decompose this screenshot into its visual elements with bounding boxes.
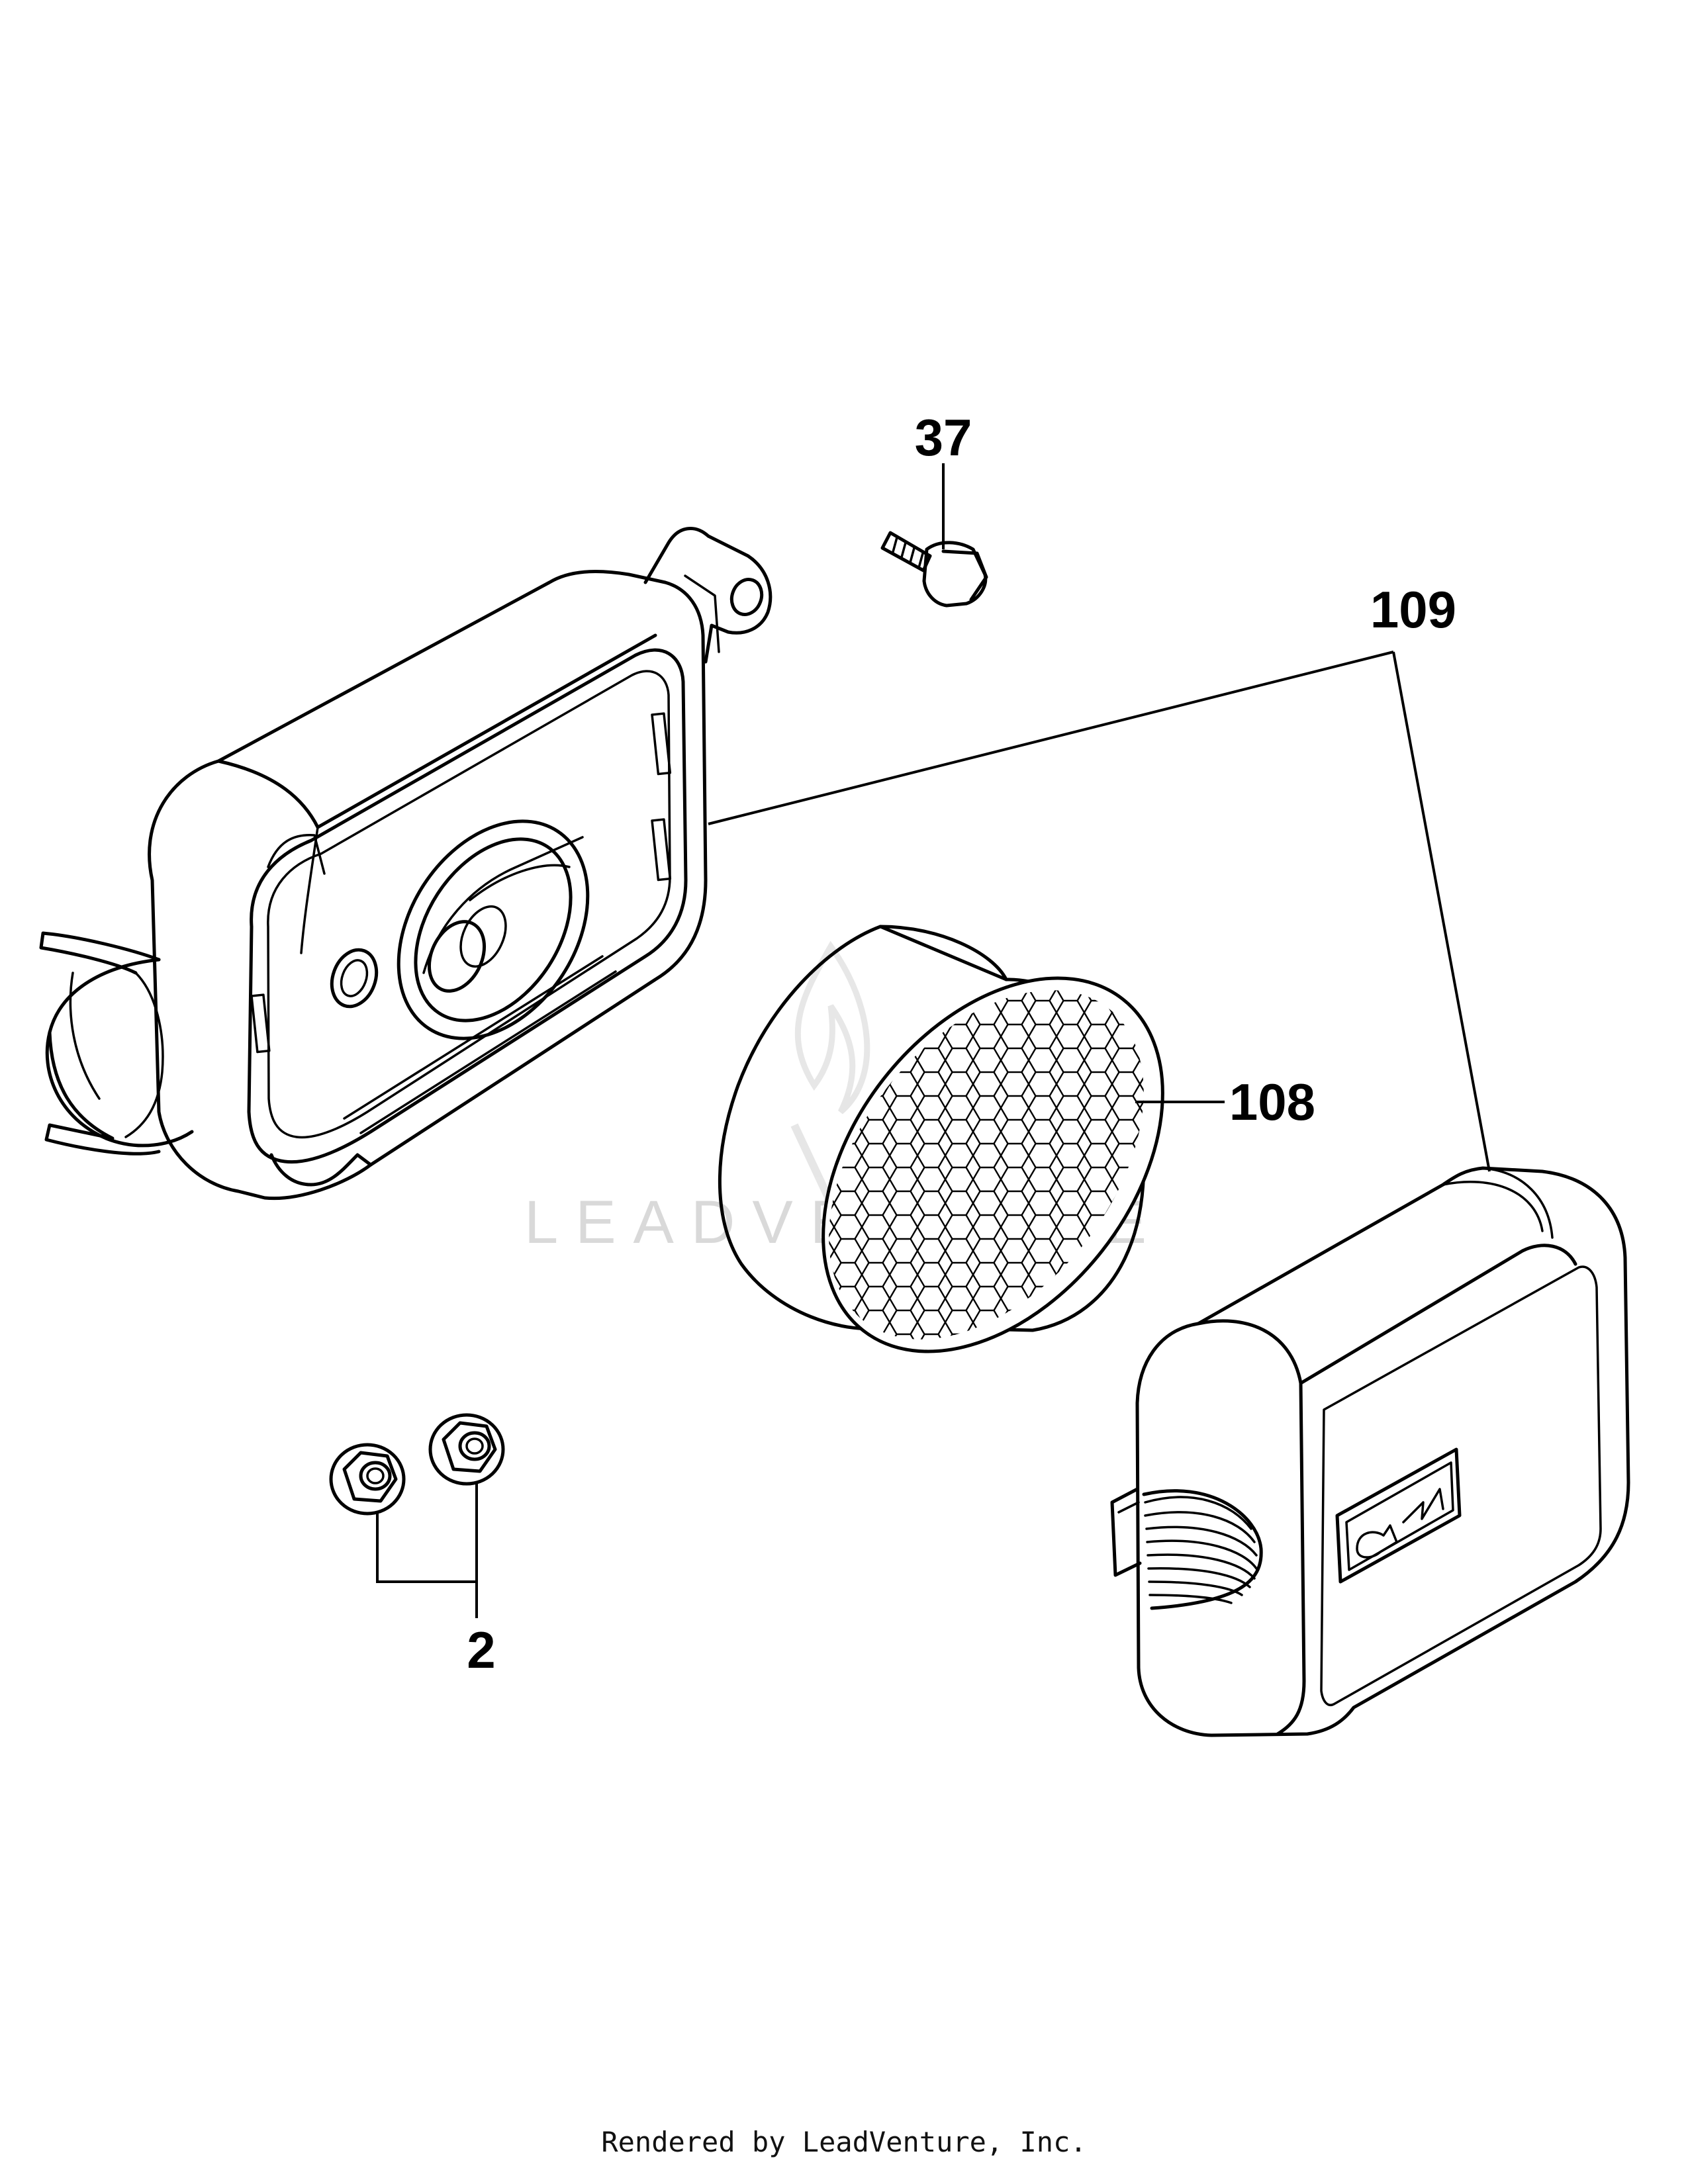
leader-2 bbox=[376, 1484, 478, 1583]
cover-louvres bbox=[1142, 1489, 1263, 1610]
callout-37: 37 bbox=[915, 408, 972, 467]
footer-credit: Rendered by LeadVenture, Inc. bbox=[601, 2126, 1087, 2158]
callout-108: 108 bbox=[1229, 1073, 1315, 1131]
leader-109-base bbox=[708, 651, 1394, 825]
air-cleaner-cover bbox=[1110, 1166, 1630, 1737]
bolt-37 bbox=[880, 531, 988, 608]
nut-right bbox=[428, 1413, 505, 1486]
leader-lines bbox=[376, 463, 1491, 1618]
callout-109: 109 bbox=[1370, 580, 1456, 639]
leader-109-cover bbox=[1392, 651, 1491, 1172]
air-cleaner-base bbox=[39, 527, 773, 1201]
callout-2: 2 bbox=[467, 1621, 495, 1679]
cover-label bbox=[1335, 1447, 1462, 1584]
nut-left bbox=[329, 1443, 406, 1516]
foam-filter-108 bbox=[718, 925, 1178, 1390]
